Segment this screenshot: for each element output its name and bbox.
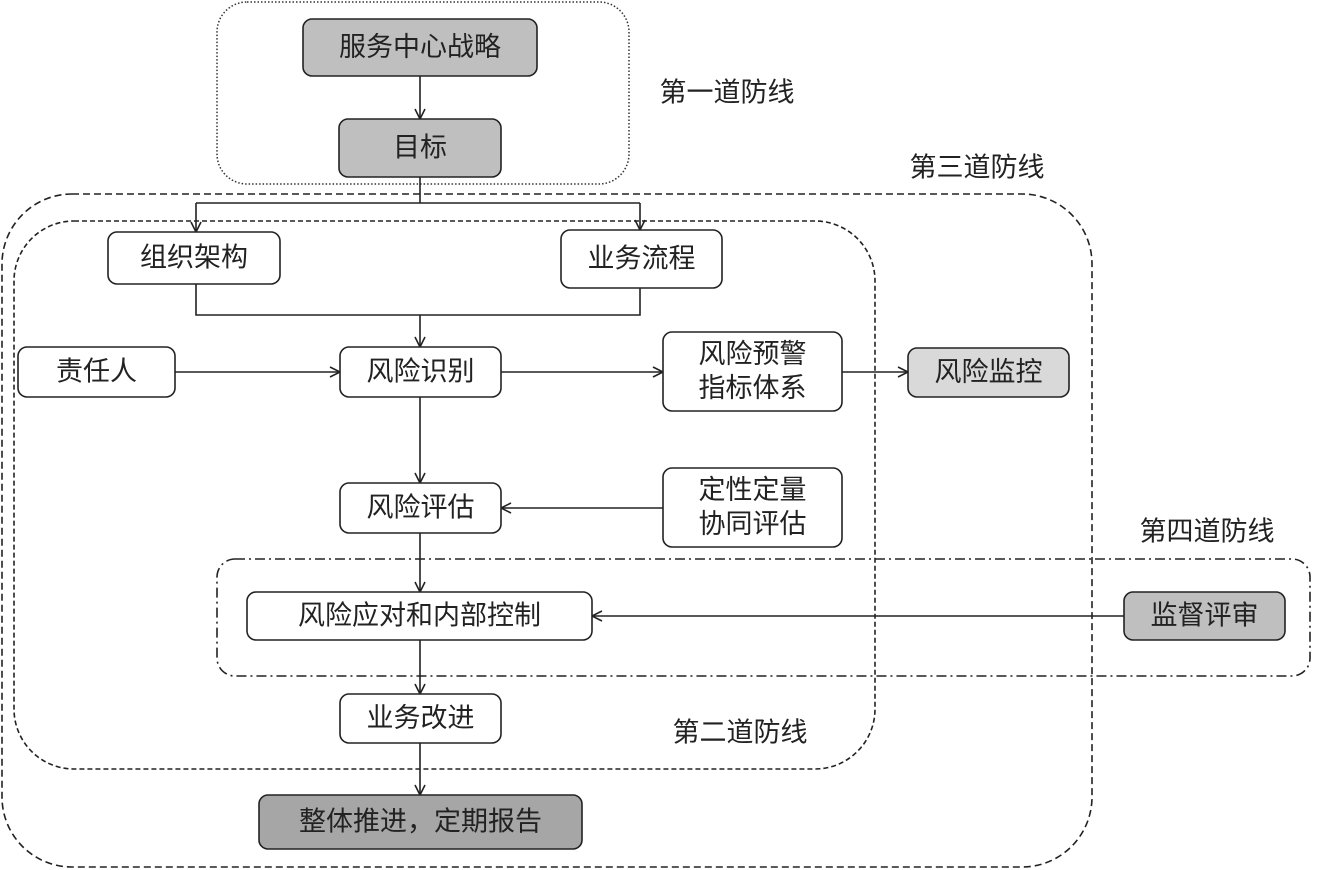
node-label: 风险评估 [367, 493, 475, 524]
node-label: 指标体系 [699, 373, 807, 404]
second-defense-region [13, 220, 876, 770]
fourth-defense-region [216, 558, 1311, 677]
node-label: 风险应对和内部控制 [298, 601, 541, 632]
node-improve: 业务改进 [339, 693, 502, 744]
node-review: 监督评审 [1123, 591, 1286, 641]
node-label: 风险预警 [699, 339, 807, 370]
node-box [339, 482, 502, 534]
node-label: 协同评估 [699, 509, 807, 540]
node-label: 组织架构 [140, 243, 248, 274]
node-label: 风险识别 [367, 357, 475, 388]
fourth-defense-label: 第四道防线 [1140, 517, 1275, 548]
node-box [339, 346, 502, 398]
edges [175, 76, 1124, 795]
third-defense-label: 第三道防线 [910, 153, 1045, 184]
node-box [338, 118, 502, 178]
second-defense-label: 第二道防线 [673, 718, 808, 749]
node-label: 业务改进 [367, 703, 475, 734]
node-label: 目标 [393, 133, 447, 164]
node-identify: 风险识别 [339, 346, 502, 398]
third-defense-region [1, 193, 1093, 868]
node-box [662, 467, 843, 548]
node-box [258, 794, 583, 850]
node-label: 业务流程 [588, 244, 696, 275]
node-label: 定性定量 [699, 475, 807, 506]
node-strategy: 服务中心战略 [302, 18, 538, 77]
node-box [107, 231, 281, 285]
node-label: 责任人 [56, 357, 137, 388]
node-goal: 目标 [338, 118, 502, 178]
node-box [339, 693, 502, 744]
node-monitor: 风险监控 [907, 347, 1070, 398]
node-label: 监督评审 [1151, 601, 1259, 632]
node-box [302, 18, 538, 77]
node-assess: 风险评估 [339, 482, 502, 534]
node-label: 服务中心战略 [339, 32, 501, 63]
node-box [17, 346, 176, 398]
first-defense-region [216, 1, 630, 185]
node-label: 风险监控 [935, 357, 1043, 388]
node-label: 整体推进，定期报告 [299, 807, 542, 838]
node-process: 业务流程 [560, 229, 723, 289]
node-box [907, 347, 1070, 398]
node-response: 风险应对和内部控制 [246, 591, 593, 641]
node-box [1123, 591, 1286, 641]
connector-line [196, 177, 640, 204]
node-org: 组织架构 [107, 231, 281, 285]
node-box [246, 591, 593, 641]
connector-line [195, 284, 641, 316]
node-report: 整体推进，定期报告 [258, 794, 583, 850]
first-defense-label: 第一道防线 [660, 78, 795, 109]
node-box [560, 229, 723, 289]
node-box [662, 331, 843, 412]
node-owner: 责任人 [17, 346, 176, 398]
